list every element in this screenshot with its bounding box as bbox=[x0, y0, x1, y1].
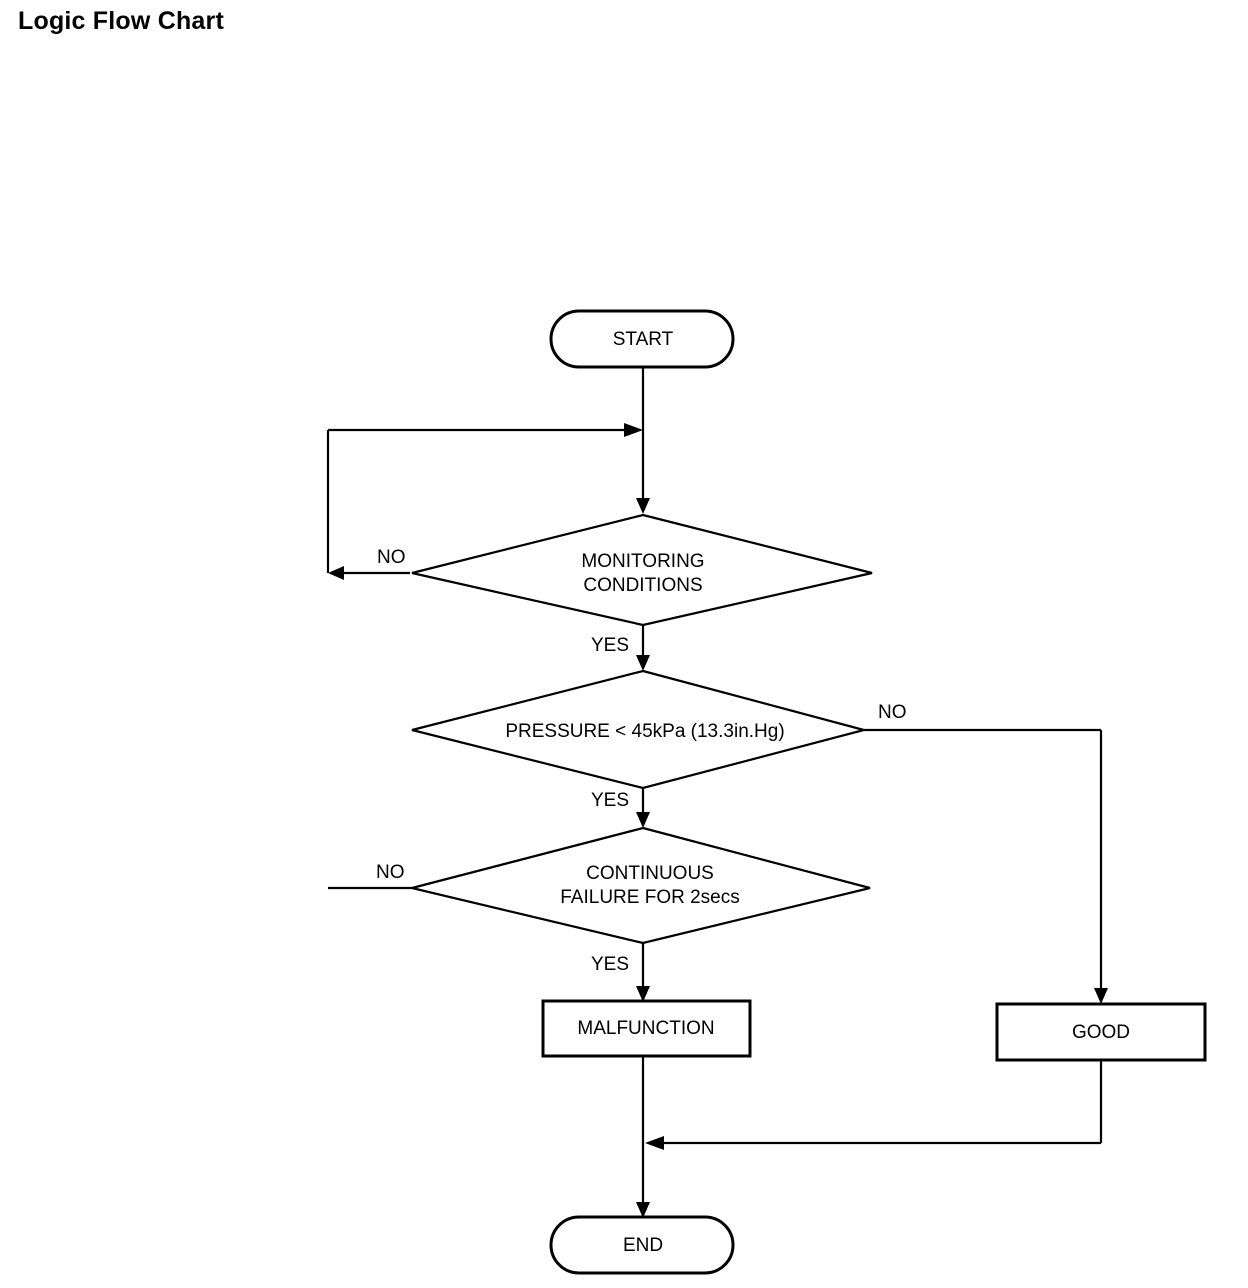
edge-label-continuous-no: NO bbox=[376, 862, 405, 883]
edge-label-pressure-yes: YES bbox=[591, 790, 629, 811]
node-start[interactable]: START bbox=[549, 309, 735, 369]
edge-pressure-yes bbox=[636, 788, 650, 828]
edge-monitoring-yes bbox=[636, 625, 650, 671]
arrowhead-right bbox=[624, 423, 643, 437]
page-title: Logic Flow Chart bbox=[18, 7, 224, 35]
start-shape[interactable] bbox=[549, 309, 735, 369]
edge-label-monitoring-no: NO bbox=[377, 547, 406, 568]
continuous-label-line1: CONTINUOUS bbox=[586, 863, 714, 884]
node-end[interactable]: END bbox=[549, 1215, 735, 1275]
arrowhead-down bbox=[636, 655, 650, 671]
edge-label-pressure-no: NO bbox=[878, 702, 907, 723]
node-monitoring-conditions[interactable]: MONITORING CONDITIONS bbox=[411, 513, 873, 627]
continuous-shape[interactable] bbox=[411, 826, 871, 945]
edge-pressure-no bbox=[864, 728, 1108, 1004]
edge-label-monitoring-yes: YES bbox=[591, 635, 629, 656]
arrowhead-down bbox=[1094, 988, 1108, 1004]
edge-malfunction-to-end bbox=[636, 1056, 650, 1218]
monitoring-shape[interactable] bbox=[411, 513, 873, 627]
malfunction-shape[interactable] bbox=[541, 999, 752, 1058]
arrowhead-down bbox=[636, 812, 650, 828]
pressure-label: PRESSURE < 45kPa (13.3in.Hg) bbox=[505, 721, 784, 742]
malfunction-label: MALFUNCTION bbox=[577, 1018, 714, 1039]
node-good[interactable]: GOOD bbox=[995, 1002, 1207, 1062]
end-shape[interactable] bbox=[549, 1215, 735, 1275]
node-continuous-failure[interactable]: CONTINUOUS FAILURE FOR 2secs bbox=[411, 826, 871, 945]
good-label: GOOD bbox=[1072, 1022, 1130, 1043]
pressure-shape[interactable] bbox=[411, 669, 869, 790]
monitoring-label-line1: MONITORING bbox=[581, 551, 704, 572]
node-pressure[interactable]: PRESSURE < 45kPa (13.3in.Hg) bbox=[411, 669, 869, 790]
end-label: END bbox=[623, 1235, 663, 1256]
edge-label-continuous-yes: YES bbox=[591, 954, 629, 975]
arrowhead-left bbox=[645, 1136, 664, 1150]
arrowhead-down bbox=[636, 986, 650, 1002]
edge-start-to-monitoring bbox=[636, 367, 650, 514]
edge-good-to-end bbox=[645, 1060, 1103, 1150]
node-malfunction[interactable]: MALFUNCTION bbox=[541, 999, 752, 1058]
arrowhead-down bbox=[636, 498, 650, 514]
arrowhead-down bbox=[636, 1202, 650, 1218]
edge-monitoring-no-loop bbox=[326, 423, 643, 580]
start-label: START bbox=[613, 329, 674, 350]
good-shape[interactable] bbox=[995, 1002, 1207, 1062]
monitoring-label-line2: CONDITIONS bbox=[583, 575, 702, 596]
edge-continuous-yes bbox=[636, 943, 650, 1002]
arrowhead-left bbox=[328, 566, 344, 580]
continuous-label-line2: FAILURE FOR 2secs bbox=[560, 887, 740, 908]
